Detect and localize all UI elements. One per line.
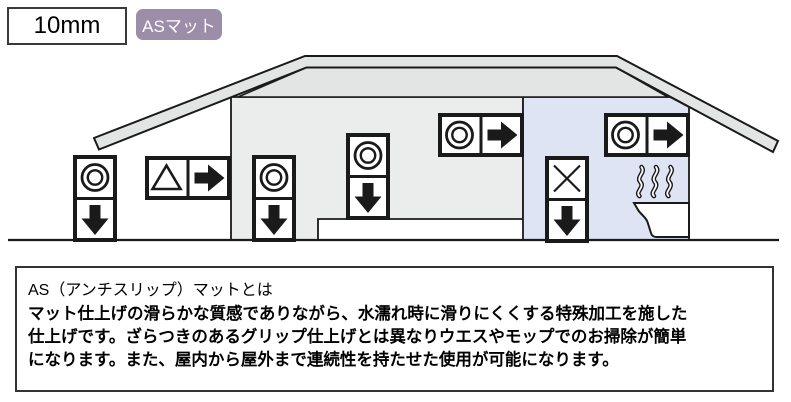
- product-badge-label: ASマット: [142, 17, 216, 36]
- indoor-wall-marker: [438, 113, 524, 157]
- x-mark-icon: [553, 164, 581, 193]
- triangle-icon: [150, 162, 183, 191]
- product-badge: ASマット: [136, 9, 222, 40]
- double-circle-inner-icon: [86, 169, 104, 186]
- thickness-label-box: 10mm: [7, 7, 127, 45]
- description-title: AS（アンチスリップ）マットとは: [28, 282, 273, 299]
- bathroom-floor-marker: [545, 156, 589, 243]
- double-circle-inner-icon: [617, 126, 634, 144]
- description-body: マット仕上げの滑らかな質感でありながら、水濡れ時に滑りにくくする特殊加工を施した…: [28, 305, 688, 369]
- steam-wave-3-highlight: [666, 166, 673, 197]
- bathroom-wall-marker: [604, 113, 690, 157]
- arrow-down-icon: [81, 205, 109, 235]
- roof-face: [237, 66, 672, 98]
- outdoor-approach-marker: [73, 155, 117, 242]
- double-circle-inner-icon: [451, 126, 468, 144]
- arrow-down-icon: [553, 206, 581, 236]
- house-diagram: [8, 55, 780, 243]
- entrance-slope-marker: [145, 156, 231, 200]
- steam-wave-2-highlight: [651, 166, 659, 197]
- arrow-right-icon: [194, 164, 225, 192]
- arrow-down-icon: [260, 205, 288, 235]
- entrance-floor-marker: [252, 155, 296, 242]
- arrow-down-icon: [354, 183, 382, 213]
- double-circle-icon: [611, 120, 640, 150]
- double-circle-icon: [353, 141, 383, 170]
- steam-icon: [635, 164, 674, 199]
- arrow-right-icon: [487, 121, 518, 149]
- double-circle-icon: [80, 163, 110, 192]
- double-circle-icon: [259, 163, 289, 192]
- roof-band: [92, 55, 780, 154]
- usage-markers: [73, 113, 690, 243]
- bathtub-icon: [632, 202, 690, 238]
- double-circle-icon: [445, 120, 474, 150]
- thickness-label: 10mm: [33, 12, 101, 39]
- steam-wave-1-highlight: [637, 166, 644, 197]
- double-circle-inner-icon: [359, 147, 377, 164]
- description-box: AS（アンチスリップ）マットとは マット仕上げの滑らかな質感でありながら、水濡れ…: [15, 266, 774, 392]
- arrow-right-icon: [653, 121, 684, 149]
- indoor-floor-marker: [346, 133, 390, 220]
- double-circle-inner-icon: [265, 169, 283, 186]
